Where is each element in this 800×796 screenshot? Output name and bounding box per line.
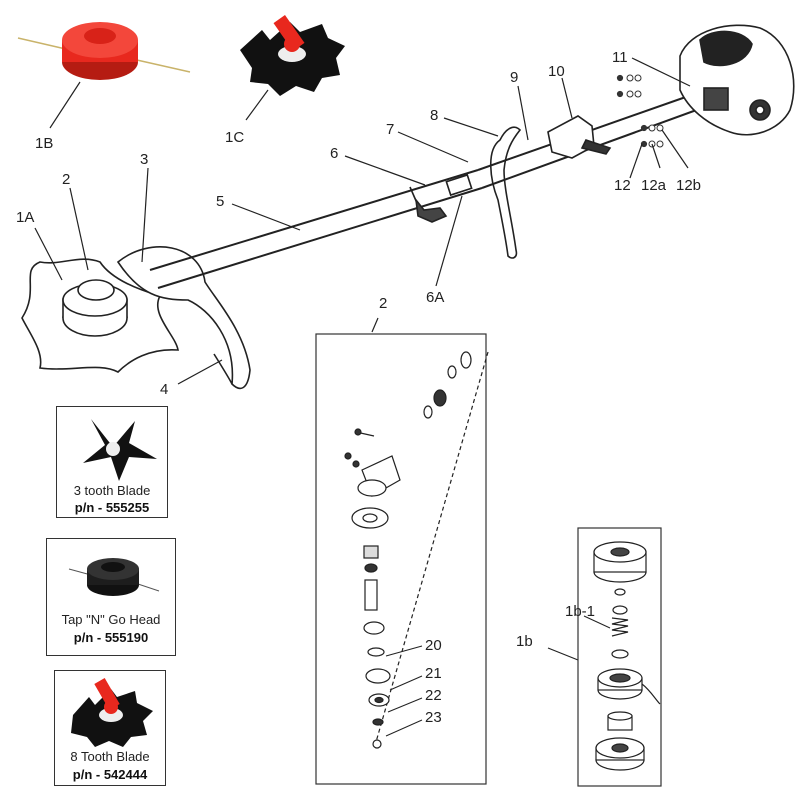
tap-n-go-head-icon xyxy=(68,558,160,596)
callout-12a: 12a xyxy=(641,177,667,194)
card-3-tooth-name: 3 tooth Blade xyxy=(73,483,151,498)
gearbox-exploded-illustration xyxy=(344,351,489,749)
card-3-tooth-blade: 3 tooth Blade p/n - 555255 xyxy=(56,406,168,518)
trimmer-head-leader-lines xyxy=(583,615,611,629)
card-8-tooth-name: 8 Tooth Blade xyxy=(70,749,150,764)
callout-5: 5 xyxy=(216,193,224,210)
callout-22: 22 xyxy=(425,687,442,704)
callout-1b-1: 1b-1 xyxy=(565,603,595,620)
card-tap-n-go-pn: p/n - 555190 xyxy=(73,630,149,645)
callout-21: 21 xyxy=(425,665,442,682)
callout-10: 10 xyxy=(548,63,565,80)
callout-2: 2 xyxy=(62,171,70,188)
callout-4: 4 xyxy=(160,381,168,398)
trimmer-assembly-illustration xyxy=(21,24,795,390)
callout-11: 11 xyxy=(612,49,628,66)
saw-blade-1c-image xyxy=(240,15,345,96)
leader-lines xyxy=(34,57,691,661)
card-tap-n-go-head: Tap "N" Go Head p/n - 555190 xyxy=(46,538,176,656)
callout-12b: 12b xyxy=(676,177,701,194)
gearbox-detail-box xyxy=(315,333,487,785)
callout-7: 7 xyxy=(386,121,394,138)
card-8-tooth-blade: 8 Tooth Blade p/n - 542444 xyxy=(54,670,166,786)
callout-labels: 1B 1C 1A 2 3 4 5 6 7 8 9 10 11 12 12a 12… xyxy=(16,49,701,726)
gearbox-leader-lines xyxy=(385,645,423,737)
callout-3: 3 xyxy=(140,151,148,168)
callout-20: 20 xyxy=(425,637,442,654)
card-tap-n-go-name: Tap "N" Go Head xyxy=(61,612,161,627)
callout-23: 23 xyxy=(425,709,442,726)
callout-1c: 1C xyxy=(225,129,244,146)
trimmer-head-1b-image xyxy=(17,22,191,80)
eight-tooth-blade-icon xyxy=(71,678,153,747)
callout-6a: 6A xyxy=(426,289,444,306)
callout-detail-2: 2 xyxy=(379,295,387,312)
callout-1b-detail: 1b xyxy=(516,633,533,650)
trimmer-head-exploded-illustration xyxy=(593,541,661,771)
callout-8: 8 xyxy=(430,107,438,124)
card-3-tooth-pn: p/n - 555255 xyxy=(74,500,150,515)
three-tooth-blade-icon xyxy=(83,419,157,481)
callout-1b: 1B xyxy=(35,135,53,152)
callout-6: 6 xyxy=(330,145,338,162)
callout-9: 9 xyxy=(510,69,518,86)
card-8-tooth-pn: p/n - 542444 xyxy=(72,767,148,782)
callout-12: 12 xyxy=(614,177,631,194)
callout-1a: 1A xyxy=(16,209,34,226)
